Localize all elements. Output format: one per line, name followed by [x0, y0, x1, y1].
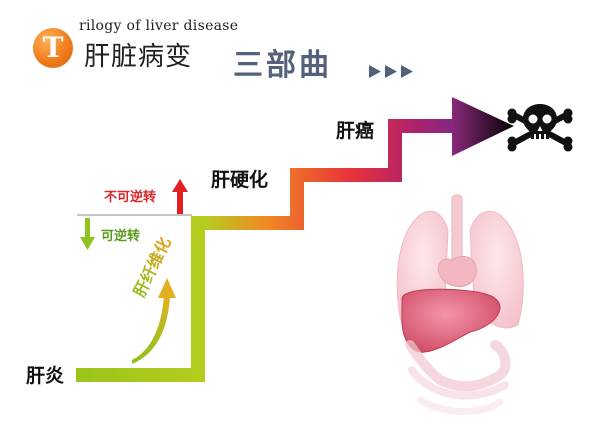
up-arrow-icon [172, 179, 188, 214]
badge-letter: T [42, 31, 64, 64]
irreversible-label: 不可逆转 [104, 190, 157, 205]
triple-arrow-icon [369, 65, 413, 78]
stage-hepatitis-label: 肝炎 [26, 365, 65, 387]
curved-arrow-icon [132, 278, 176, 364]
organs-illustration [396, 194, 524, 415]
progression-staircase [76, 119, 455, 382]
stage-cancer-label: 肝癌 [336, 120, 375, 142]
subtitle: rilogy of liver disease [79, 18, 239, 34]
page-title-accent: 三部曲 [233, 48, 332, 83]
down-arrow-icon [80, 218, 95, 250]
progression-arrowhead [452, 97, 514, 156]
stage-cirrhosis-label: 肝硬化 [211, 169, 269, 191]
skull-crossbones-icon [507, 104, 573, 152]
reversible-label: 可逆转 [101, 229, 141, 244]
page-title: 肝脏病变 [84, 42, 193, 72]
trilogy-badge: T [33, 28, 73, 68]
